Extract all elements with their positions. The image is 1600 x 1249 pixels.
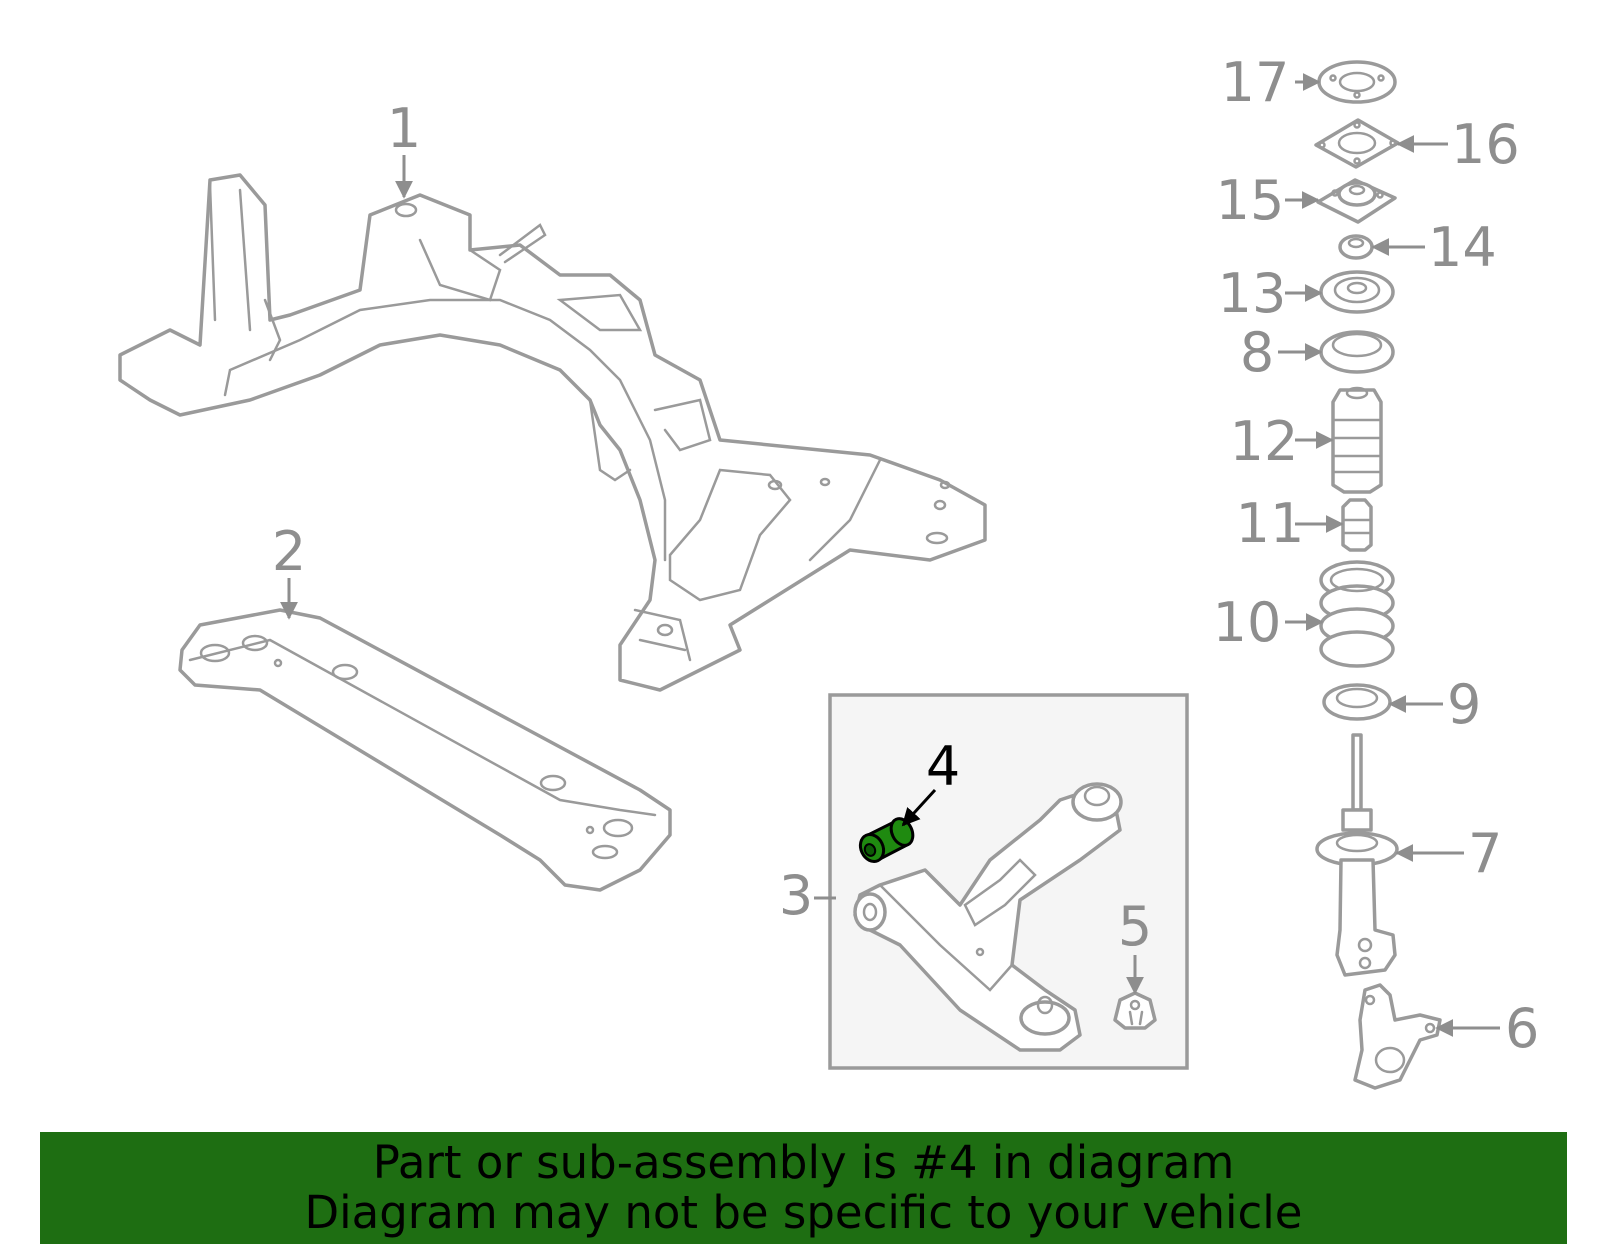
part-9-lower-seat[interactable] bbox=[1322, 683, 1392, 721]
banner-line-1: Part or sub-assembly is #4 in diagram bbox=[372, 1136, 1235, 1189]
callout-labels: 1 2 3 4 5 6 7 8 9 10 11 12 13 14 15 16 1… bbox=[272, 51, 1540, 1060]
callout-14[interactable]: 14 bbox=[1428, 216, 1497, 279]
part-10-coil-spring[interactable] bbox=[1319, 560, 1395, 668]
part-5-nut[interactable] bbox=[1113, 991, 1157, 1030]
callout-8[interactable]: 8 bbox=[1240, 321, 1274, 384]
banner-line-2: Diagram may not be specific to your vehi… bbox=[304, 1186, 1303, 1239]
part-15-strut-mount[interactable] bbox=[1316, 178, 1397, 224]
part-14-bushing[interactable] bbox=[1338, 234, 1374, 260]
part-11-bump-stop[interactable] bbox=[1341, 498, 1373, 552]
part-3-control-arm[interactable] bbox=[853, 782, 1123, 1052]
callout-7[interactable]: 7 bbox=[1468, 822, 1502, 885]
callout-9[interactable]: 9 bbox=[1447, 673, 1481, 736]
callout-4[interactable]: 4 bbox=[926, 735, 960, 798]
callout-10[interactable]: 10 bbox=[1213, 591, 1282, 654]
info-banner: Part or sub-assembly is #4 in diagram Di… bbox=[40, 1132, 1567, 1244]
part-6-knuckle[interactable] bbox=[1353, 983, 1442, 1090]
part-8-spring-seat[interactable] bbox=[1319, 330, 1395, 374]
callout-11[interactable]: 11 bbox=[1236, 492, 1305, 555]
part-12-dust-boot[interactable] bbox=[1331, 386, 1383, 494]
part-4-bushing[interactable] bbox=[856, 815, 917, 865]
callout-3[interactable]: 3 bbox=[779, 864, 813, 927]
callout-5[interactable]: 5 bbox=[1118, 895, 1152, 958]
part-7-strut[interactable] bbox=[1315, 733, 1399, 977]
callout-13[interactable]: 13 bbox=[1218, 262, 1287, 325]
part-13-bearing[interactable] bbox=[1319, 270, 1395, 314]
callout-17[interactable]: 17 bbox=[1221, 51, 1290, 114]
callout-2[interactable]: 2 bbox=[272, 520, 306, 583]
callout-6[interactable]: 6 bbox=[1505, 997, 1539, 1060]
callout-16[interactable]: 16 bbox=[1451, 113, 1520, 176]
callout-1[interactable]: 1 bbox=[387, 97, 421, 160]
callout-12[interactable]: 12 bbox=[1230, 410, 1299, 473]
part-2-crossmember[interactable] bbox=[178, 608, 672, 892]
parts-diagram: 1 2 3 4 5 6 7 8 9 10 11 12 13 14 15 16 1… bbox=[118, 51, 1540, 1090]
part-1-subframe[interactable] bbox=[118, 173, 987, 692]
leader-arrows bbox=[280, 73, 1500, 1037]
part-16-insulator-plate[interactable] bbox=[1314, 118, 1400, 169]
callout-15[interactable]: 15 bbox=[1216, 169, 1285, 232]
part-17-mount-plate[interactable] bbox=[1317, 60, 1397, 104]
